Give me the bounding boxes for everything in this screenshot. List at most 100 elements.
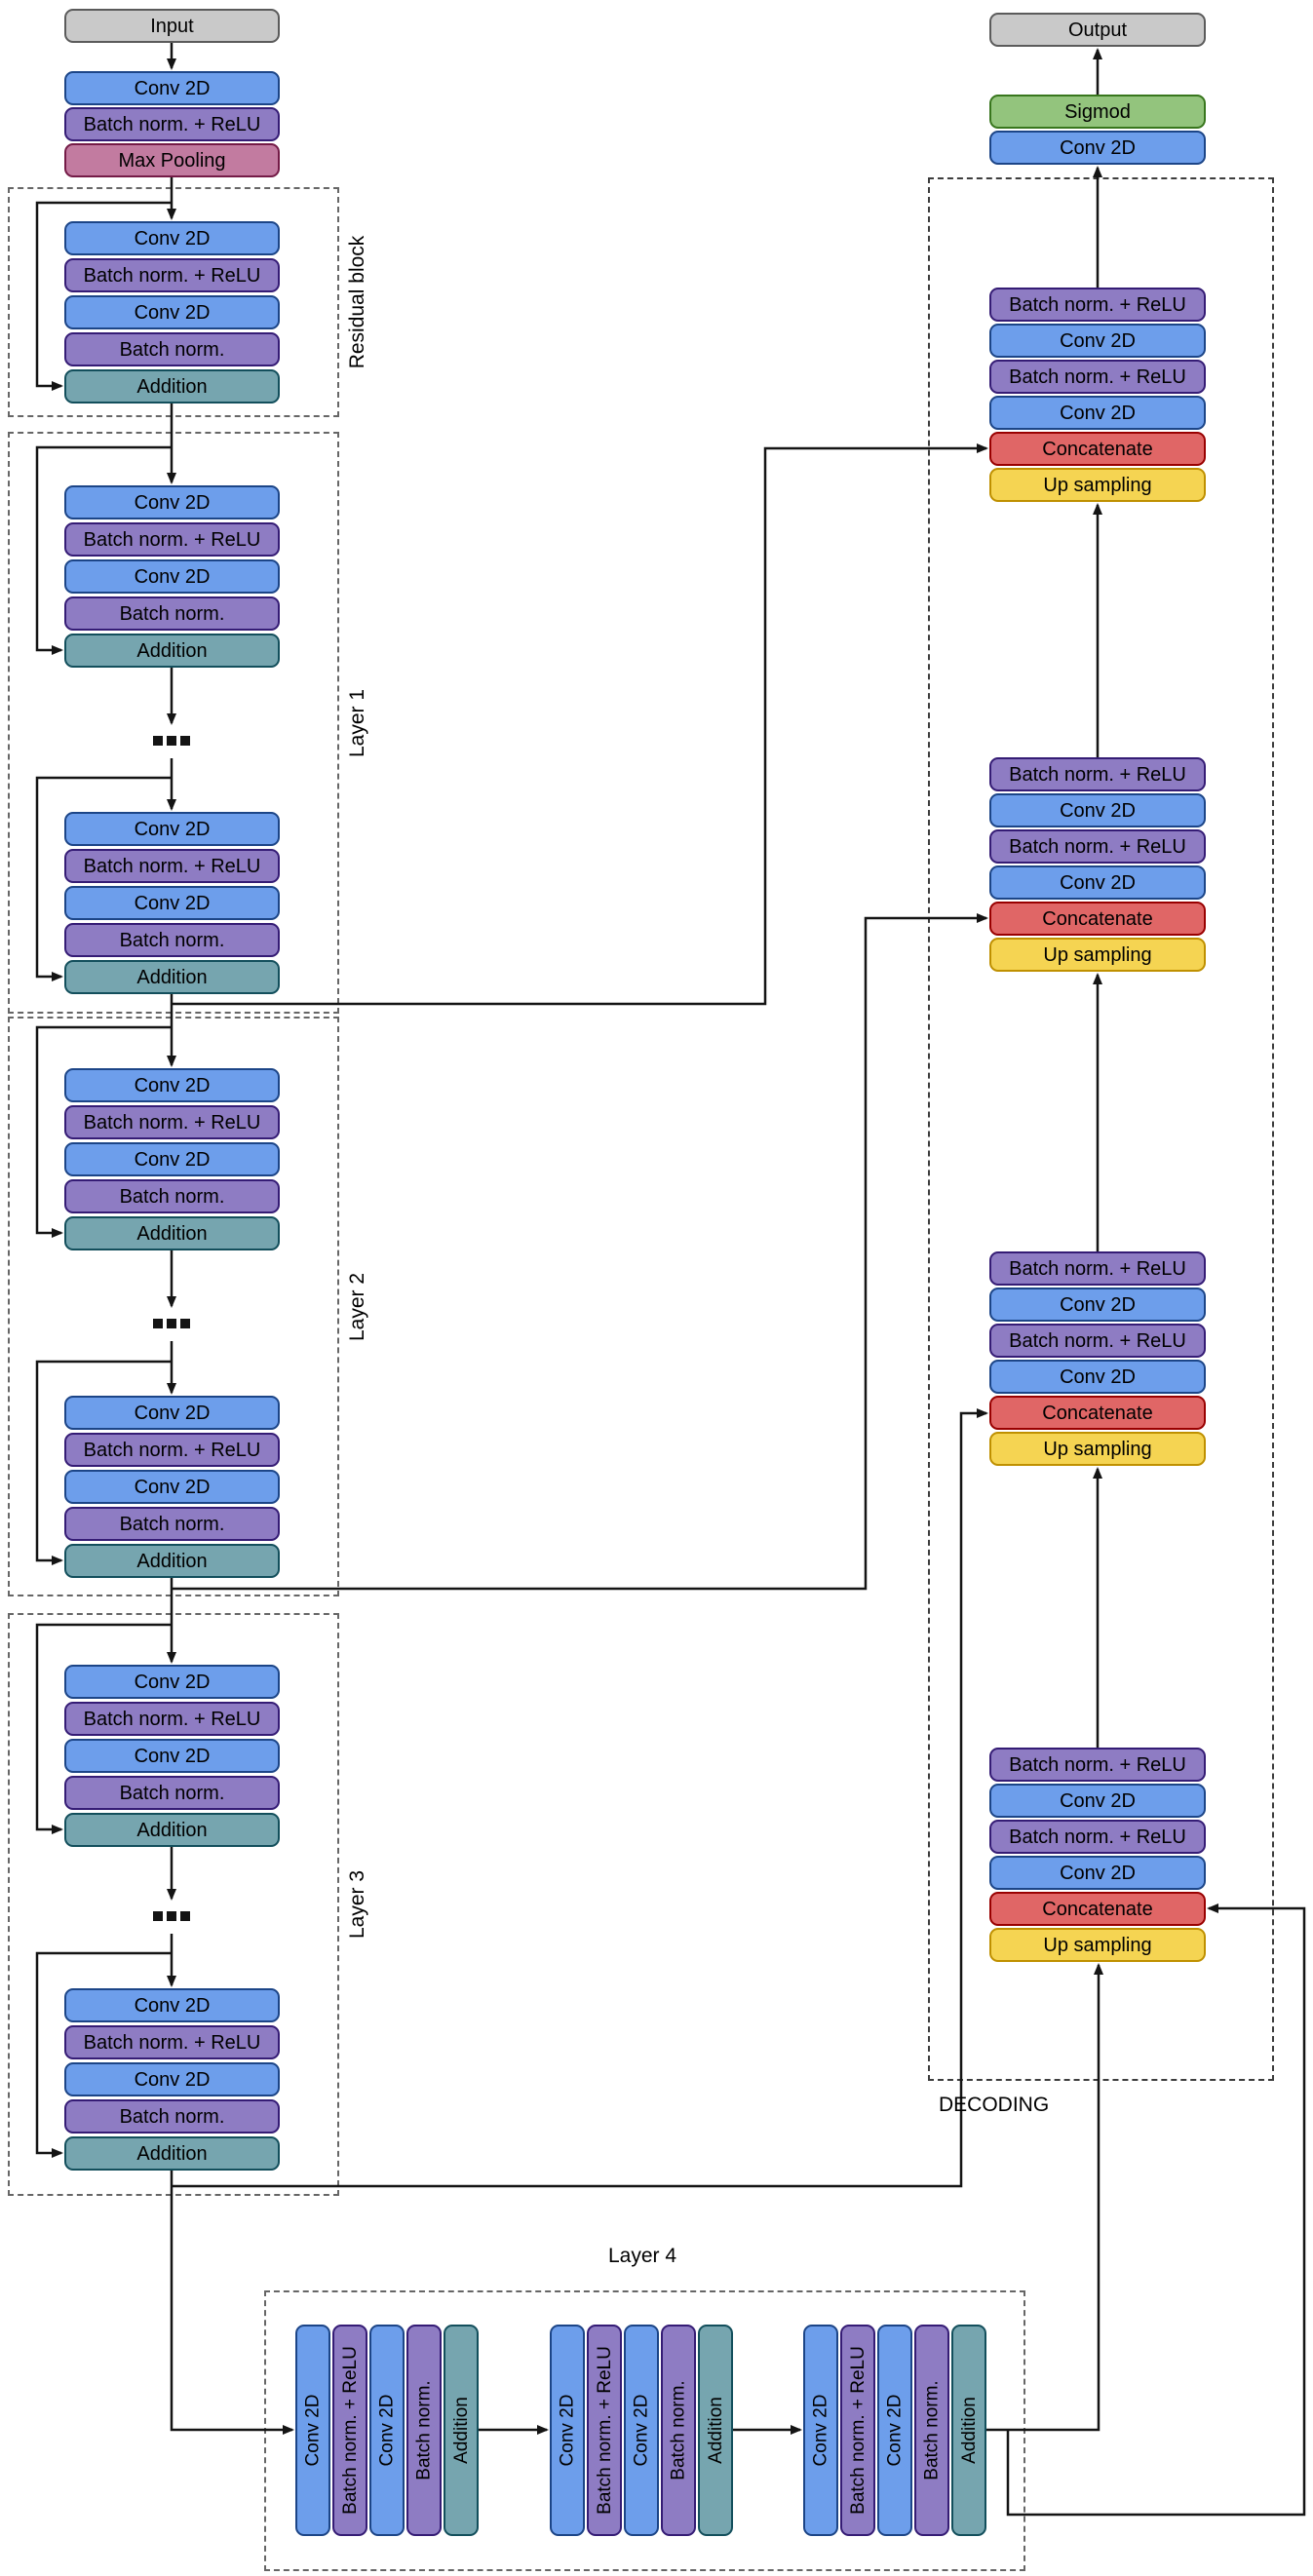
connector bbox=[35, 201, 172, 391]
node-batch-norm: Batch norm. bbox=[406, 2325, 442, 2536]
node-label: Batch norm. bbox=[119, 338, 225, 361]
node-batch-norm-relu: Batch norm. + ReLU bbox=[989, 1820, 1206, 1854]
node-conv-2d: Conv 2D bbox=[989, 793, 1206, 827]
node-conv-2d: Conv 2D bbox=[989, 324, 1206, 358]
node-batch-norm-relu: Batch norm. + ReLU bbox=[64, 849, 280, 883]
node-label: Batch norm. bbox=[921, 2380, 943, 2480]
node-label: Addition bbox=[958, 2397, 980, 2464]
node-addition: Addition bbox=[444, 2325, 479, 2536]
node-label: Up sampling bbox=[1043, 474, 1152, 496]
node-label: Conv 2D bbox=[631, 2394, 652, 2467]
node-conv-2d: Conv 2D bbox=[64, 886, 280, 920]
node-batch-norm: Batch norm. bbox=[64, 1776, 280, 1810]
node-label: Conv 2D bbox=[1060, 871, 1136, 894]
node-up-sampling: Up sampling bbox=[989, 468, 1206, 502]
node-label: Conv 2D bbox=[134, 565, 211, 588]
node-conv-2d: Conv 2D bbox=[64, 812, 280, 846]
node-conv-2d: Conv 2D bbox=[989, 131, 1206, 165]
node-label: Up sampling bbox=[1043, 1934, 1152, 1956]
node-label: Batch norm. + ReLU bbox=[1009, 1826, 1186, 1848]
node-batch-norm-relu: Batch norm. + ReLU bbox=[587, 2325, 622, 2536]
node-batch-norm-relu: Batch norm. + ReLU bbox=[64, 258, 280, 292]
ellipsis-dots bbox=[153, 1319, 163, 1328]
connector bbox=[35, 776, 172, 981]
node-conv-2d: Conv 2D bbox=[64, 1142, 280, 1176]
node-label: Conv 2D bbox=[557, 2394, 578, 2467]
node-label: Output bbox=[1067, 19, 1128, 41]
connector bbox=[172, 443, 988, 1006]
node-conv-2d: Conv 2D bbox=[803, 2325, 838, 2536]
ellipsis-dots bbox=[167, 1911, 176, 1921]
ellipsis-dots bbox=[180, 1911, 190, 1921]
node-label: Conv 2D bbox=[134, 818, 211, 840]
node-batch-norm-relu: Batch norm. + ReLU bbox=[840, 2325, 875, 2536]
node-batch-norm: Batch norm. bbox=[64, 1179, 280, 1213]
node-batch-norm-relu: Batch norm. + ReLU bbox=[64, 1105, 280, 1139]
ellipsis-dots bbox=[180, 736, 190, 746]
node-label: Batch norm. + ReLU bbox=[83, 264, 261, 287]
node-label: Conv 2D bbox=[1060, 136, 1136, 159]
ellipsis-dots bbox=[153, 1911, 163, 1921]
node-conv-2d: Conv 2D bbox=[624, 2325, 659, 2536]
node-conv-2d: Conv 2D bbox=[64, 1396, 280, 1430]
node-label: Input bbox=[150, 15, 194, 37]
node-up-sampling: Up sampling bbox=[989, 938, 1206, 972]
node-batch-norm: Batch norm. bbox=[64, 596, 280, 631]
node-label: Batch norm. + ReLU bbox=[1009, 1257, 1186, 1280]
node-label: Addition bbox=[136, 1550, 208, 1572]
node-conv-2d: Conv 2D bbox=[989, 1784, 1206, 1818]
node-up-sampling: Up sampling bbox=[989, 1432, 1206, 1466]
connector bbox=[172, 1408, 988, 2188]
node-label: Conv 2D bbox=[1060, 1293, 1136, 1316]
node-label: Batch norm. + ReLU bbox=[1009, 1329, 1186, 1352]
node-label: Batch norm. bbox=[413, 2380, 435, 2480]
node-concatenate: Concatenate bbox=[989, 1892, 1206, 1926]
node-conv-2d: Conv 2D bbox=[64, 1068, 280, 1102]
node-label: Batch norm. + ReLU bbox=[83, 1439, 261, 1461]
node-conv-2d: Conv 2D bbox=[295, 2325, 330, 2536]
node-label: Batch norm. + ReLU bbox=[83, 1111, 261, 1134]
group-box-2 bbox=[8, 1017, 339, 1596]
node-batch-norm-relu: Batch norm. + ReLU bbox=[64, 1702, 280, 1736]
node-batch-norm-relu: Batch norm. + ReLU bbox=[989, 360, 1206, 394]
node-batch-norm: Batch norm. bbox=[64, 332, 280, 366]
ellipsis-dots bbox=[167, 736, 176, 746]
node-conv-2d: Conv 2D bbox=[64, 1988, 280, 2022]
node-label: Batch norm. + ReLU bbox=[83, 2031, 261, 2054]
node-conv-2d: Conv 2D bbox=[64, 221, 280, 255]
node-up-sampling: Up sampling bbox=[989, 1928, 1206, 1962]
node-label: Conv 2D bbox=[1060, 329, 1136, 352]
node-label: Sigmod bbox=[1064, 100, 1131, 123]
node-batch-norm-relu: Batch norm. + ReLU bbox=[989, 1748, 1206, 1782]
node-batch-norm-relu: Batch norm. + ReLU bbox=[989, 288, 1206, 322]
node-label: Batch norm. bbox=[119, 1185, 225, 1208]
node-addition: Addition bbox=[951, 2325, 986, 2536]
node-label: Conv 2D bbox=[302, 2394, 324, 2467]
node-label: Up sampling bbox=[1043, 1438, 1152, 1460]
node-label: Addition bbox=[705, 2397, 726, 2464]
connector bbox=[35, 1025, 172, 1238]
node-label: Addition bbox=[136, 1222, 208, 1245]
connector bbox=[172, 913, 988, 1591]
node-label: Batch norm. bbox=[668, 2380, 689, 2480]
node-conv-2d: Conv 2D bbox=[550, 2325, 585, 2536]
node-label: Batch norm. bbox=[119, 2105, 225, 2128]
node-batch-norm-relu: Batch norm. + ReLU bbox=[989, 757, 1206, 791]
node-addition: Addition bbox=[64, 1544, 280, 1578]
node-label: Batch norm. + ReLU bbox=[1009, 365, 1186, 388]
node-concatenate: Concatenate bbox=[989, 432, 1206, 466]
node-label: Conv 2D bbox=[134, 301, 211, 324]
node-label: Conv 2D bbox=[134, 1476, 211, 1498]
node-label: Conv 2D bbox=[134, 1671, 211, 1693]
node-batch-norm-relu: Batch norm. + ReLU bbox=[64, 522, 280, 557]
node-label: Conv 2D bbox=[1060, 1789, 1136, 1812]
node-conv-2d: Conv 2D bbox=[989, 396, 1206, 430]
node-conv-2d: Conv 2D bbox=[877, 2325, 912, 2536]
node-label: Batch norm. + ReLU bbox=[1009, 835, 1186, 858]
connector bbox=[35, 445, 172, 655]
node-label: Addition bbox=[136, 966, 208, 988]
layer4-title: Layer 4 bbox=[607, 2245, 677, 2267]
node-conv-2d: Conv 2D bbox=[369, 2325, 405, 2536]
node-label: Conv 2D bbox=[134, 892, 211, 914]
